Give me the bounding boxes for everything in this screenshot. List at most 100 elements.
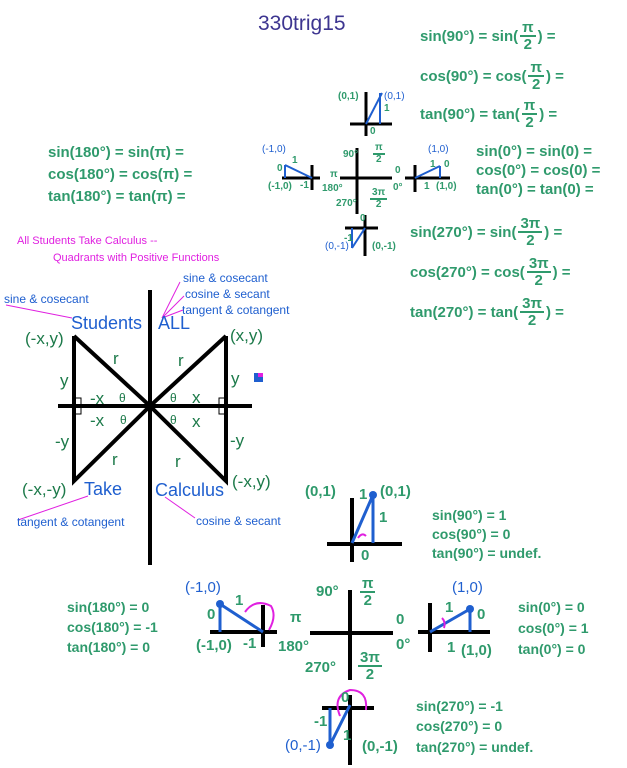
label-side: -1: [243, 635, 257, 652]
label-angle: 180°: [322, 183, 343, 194]
point-q4: (-x,y): [232, 472, 271, 491]
all-func-1: sine & cosecant: [183, 271, 268, 285]
label-theta: θ: [120, 413, 127, 427]
label-point: (0,1): [338, 91, 359, 102]
answer-tan180: tan(180°) = 0: [67, 639, 151, 655]
label-y: y: [231, 369, 240, 388]
angle-arcs: [244, 533, 446, 717]
label-theta: θ: [170, 391, 177, 405]
answer-cos180: cos(180°) = -1: [67, 619, 158, 635]
label-side: 1: [424, 181, 430, 192]
quadrant-take: Take: [84, 479, 123, 499]
label-neg-x: -x: [90, 389, 105, 408]
mnemonic-subheading: Quadrants with Positive Functions: [53, 252, 220, 264]
label-side: 1: [379, 509, 388, 526]
color-square: [254, 373, 263, 382]
eq-sin180: sin(180°) = sin(π) =: [48, 144, 184, 161]
label-angle: 270°: [305, 659, 337, 676]
label-neg-x: -x: [90, 411, 105, 430]
label-side: 0: [477, 606, 486, 623]
eq-cos180: cos(180°) = cos(π) =: [48, 166, 193, 183]
page-title: 330trig15: [258, 12, 346, 35]
label-point: (0,-1): [285, 737, 321, 754]
label-point: (1,0): [428, 144, 449, 155]
eq-cos0: cos(0°) = cos(0) =: [476, 162, 601, 179]
label-theta: θ: [119, 391, 126, 405]
quadrant-calculus: Calculus: [155, 480, 225, 500]
all-func-3: tangent & cotangent: [182, 303, 290, 317]
label-side: 1: [292, 155, 298, 166]
label-side: -1: [300, 180, 309, 191]
answer-axes: [210, 498, 490, 765]
answer-cos0: cos(0°) = 1: [518, 620, 589, 636]
label-side: 1: [430, 159, 436, 170]
take-funcs: tangent & cotangent: [17, 515, 125, 529]
label-point: (-1,0): [262, 144, 286, 155]
eq-sin0: sin(0°) = sin(0) =: [476, 143, 593, 160]
small-triangles: [284, 92, 441, 249]
label-point: (-1,0): [196, 637, 232, 654]
label-side: 1: [359, 486, 368, 503]
label-neg-y: -y: [230, 431, 245, 450]
label-y: y: [60, 371, 69, 390]
answer-sin90: sin(90°) = 1: [432, 507, 507, 523]
eq-tan180: tan(180°) = tan(π) =: [48, 188, 186, 205]
label-r: r: [112, 450, 118, 469]
eq-tan0: tan(0°) = tan(0) =: [476, 181, 594, 198]
label-angle: 90°: [316, 583, 339, 600]
mnemonic-heading: All Students Take Calculus --: [17, 235, 158, 247]
label-point: (1,0): [461, 642, 492, 659]
label-x: x: [192, 412, 201, 431]
label-angle: 180°: [278, 638, 310, 655]
answer-tan270: tan(270°) = undef.: [416, 739, 534, 755]
answer-sin270: sin(270°) = -1: [416, 698, 503, 714]
point-q1: (x,y): [230, 326, 264, 345]
label-side: 0: [341, 689, 350, 706]
calculus-funcs: cosine & secant: [196, 514, 281, 528]
label-side: 1: [235, 592, 244, 609]
label-angle: π: [330, 169, 338, 180]
label-neg-y: -y: [55, 432, 70, 451]
label-point: (0,-1): [372, 241, 396, 252]
label-r: r: [175, 452, 181, 471]
label-side: -1: [344, 233, 353, 244]
answer-cos270: cos(270°) = 0: [416, 718, 503, 734]
label-r: r: [113, 349, 119, 368]
label-side: 0: [277, 163, 283, 174]
label-theta: θ: [170, 413, 177, 427]
answer-tan90: tan(90°) = undef.: [432, 545, 542, 561]
label-angle: 0: [395, 165, 401, 176]
label-angle: π: [290, 609, 302, 626]
all-func-2: cosine & secant: [185, 287, 270, 301]
label-point: (0,1): [305, 483, 336, 500]
quadrant-all: ALL: [158, 313, 191, 333]
answer-cos90: cos(90°) = 0: [432, 526, 511, 542]
label-angle: 0°: [393, 182, 403, 193]
label-point: (-1,0): [268, 181, 292, 192]
label-angle: 270°: [336, 198, 357, 209]
label-point: (0,1): [380, 483, 411, 500]
label-side: 1: [445, 599, 454, 616]
label-side: 1: [384, 103, 390, 114]
point-q3: (-x,-y): [22, 480, 67, 499]
label-point: (-1,0): [185, 579, 221, 596]
label-angle: 0: [396, 611, 405, 628]
point-q2: (-x,y): [25, 329, 64, 348]
label-point: (0,1): [384, 91, 405, 102]
label-side: 0: [360, 213, 366, 224]
label-r: r: [178, 351, 184, 370]
answer-sin180: sin(180°) = 0: [67, 599, 150, 615]
pointer-lines: [5, 281, 196, 521]
label-point: (1,0): [452, 579, 483, 596]
